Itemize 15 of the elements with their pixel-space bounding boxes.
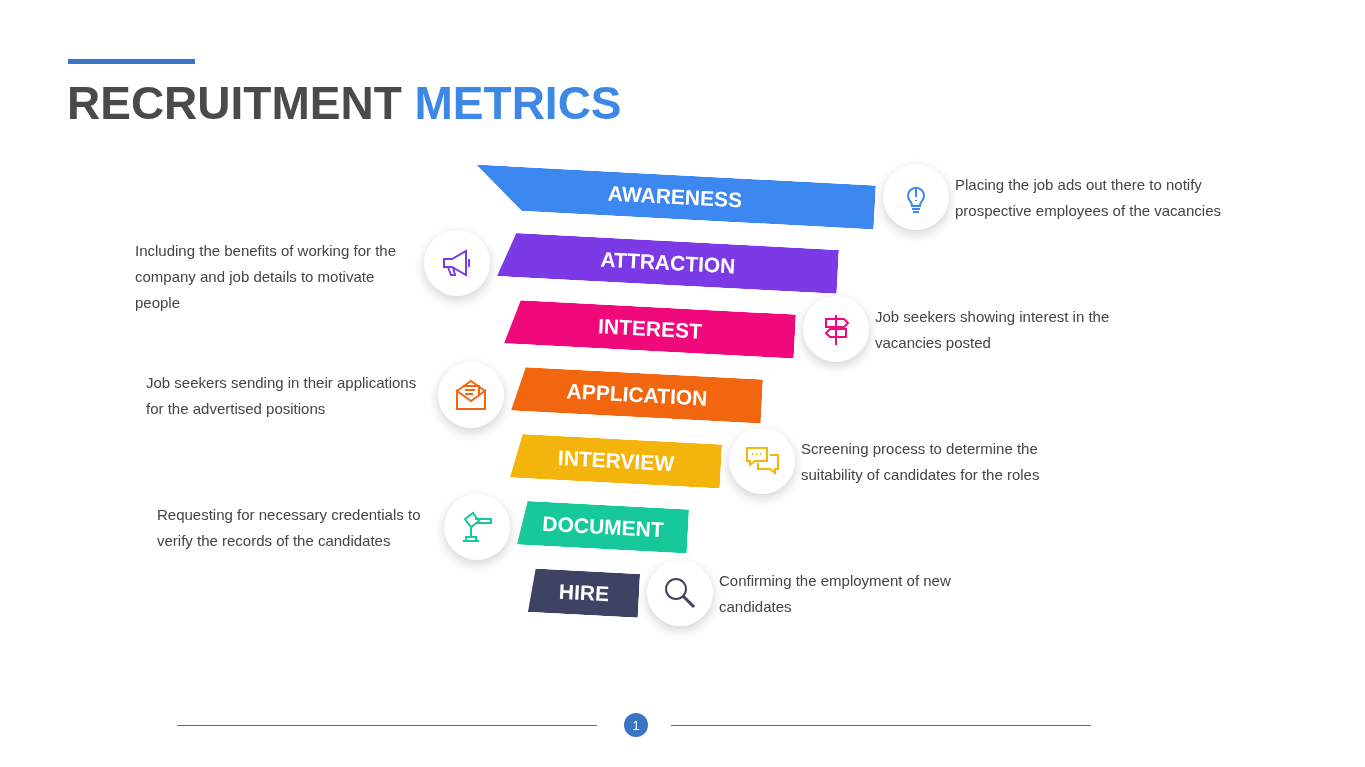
funnel-band: INTEREST	[504, 299, 796, 359]
funnel-band: APPLICATION	[511, 366, 763, 424]
description-text: Including the benefits of working for the company and job details to motivate people	[135, 241, 397, 313]
title: RECRUITMENT METRICS	[67, 76, 622, 130]
description-text: Requesting for necessary credentials to verify the records of the candidates	[157, 505, 422, 551]
funnel-band: HIRE	[527, 568, 641, 618]
description-text: Job seekers showing interest in the vacancies posted	[875, 307, 1111, 353]
description-text: Confirming the employment of new candidates	[719, 571, 952, 617]
funnel-band: ATTRACTION	[497, 232, 839, 294]
description-text: Job seekers sending in their applications for the advertised positions	[146, 373, 418, 419]
funnel-band: DOCUMENT	[516, 500, 690, 554]
description-text: Placing the job ads out there to notify prospective employees of the vacancies	[955, 175, 1222, 221]
page-number: 1	[624, 713, 648, 737]
funnel-band: INTERVIEW	[510, 433, 722, 489]
description-text: Screening process to determine the suitability of candidates for the roles	[801, 439, 1041, 485]
